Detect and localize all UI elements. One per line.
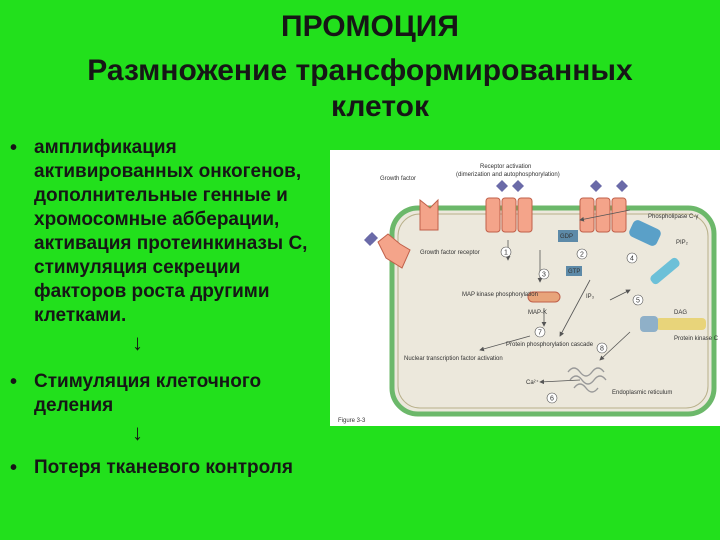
step-3: 3 — [542, 272, 546, 279]
gdp-box — [558, 230, 578, 242]
bullet-marker: • — [10, 371, 18, 393]
label-map-k: MAP-K — [528, 310, 547, 316]
bullet-text: Потеря тканевого контроля — [34, 457, 293, 478]
step-6: 6 — [550, 396, 554, 403]
pip2-icon — [650, 257, 680, 285]
title-line-3: клеток — [331, 90, 429, 123]
receptor-icon — [377, 233, 411, 269]
label-protein-phosphorylation: Protein phosphorylation cascade — [506, 342, 594, 348]
growth-factor-icon — [366, 232, 378, 244]
label-receptor-activation: Receptor activation — [480, 164, 531, 170]
step-2: 2 — [580, 252, 584, 259]
label-dag: DAG — [674, 310, 687, 316]
label-nuclear-transcription: Nuclear transcription factor activation — [404, 356, 503, 362]
bullet-marker: • — [10, 457, 18, 479]
receptor-dimer-1 — [485, 180, 533, 233]
down-arrow-icon: ↓ — [132, 420, 143, 445]
label-growth-factor: Growth factor — [380, 176, 416, 182]
label-gdp: GDP — [560, 234, 573, 240]
map-kinase-icon — [527, 291, 561, 303]
signaling-diagram-svg: 1 2 3 4 5 6 7 8 Growth factor Receptor a… — [338, 164, 719, 424]
bullet-text: амплификация активированных онкогенов, д… — [34, 137, 308, 326]
title-line-2: Размножение трансформированных — [87, 54, 633, 87]
cell-body — [389, 205, 717, 417]
receptor-icon — [419, 198, 439, 231]
label-growth-factor-receptor: Growth factor receptor — [420, 250, 480, 256]
bullet-item-1: • амплификация активированных онкогенов,… — [10, 136, 320, 328]
figure-caption: Figure 3-3 — [338, 418, 366, 424]
step-1: 1 — [504, 250, 508, 257]
label-ca: Ca²⁺ — [526, 379, 539, 386]
label-ip3: IP₃ — [586, 294, 595, 300]
step-numbers: 1 2 3 4 5 6 7 8 — [500, 246, 644, 404]
label-er: Endoplasmic reticulum — [612, 390, 672, 396]
bullet-list: • амплификация активированных онкогенов,… — [10, 136, 320, 480]
er-icon — [567, 367, 607, 393]
label-pkc: Protein kinase C — [674, 336, 719, 342]
step-5: 5 — [636, 298, 640, 305]
bullet-text: Стимуляция клеточного деления — [34, 371, 262, 416]
cell-membrane — [397, 213, 709, 409]
plc-icon — [629, 220, 661, 246]
label-pip2: PIP₂ — [676, 240, 689, 246]
signaling-diagram: 1 2 3 4 5 6 7 8 Growth factor Receptor a… — [330, 150, 720, 426]
dag-icon — [656, 318, 706, 330]
down-arrow-icon: ↓ — [132, 330, 143, 355]
step-4: 4 — [630, 256, 634, 263]
label-receptor-activation-sub: (dimerization and autophosphorylation) — [456, 172, 560, 178]
bullet-marker: • — [10, 137, 18, 159]
pkc-icon — [640, 316, 658, 332]
label-plc: Phospholipase C-γ — [648, 214, 698, 220]
gtp-box — [566, 266, 582, 276]
step-7: 7 — [538, 330, 542, 337]
bullet-item-3: • Потеря тканевого контроля — [10, 456, 320, 480]
step-8: 8 — [600, 346, 604, 353]
label-map-kinase: MAP kinase phosphorylation — [462, 292, 538, 298]
bullet-item-2: • Стимуляция клеточного деления — [10, 370, 320, 418]
title-line-1: ПРОМОЦИЯ — [281, 10, 459, 43]
receptor-dimer-2 — [579, 180, 628, 233]
label-gtp: GTP — [568, 269, 580, 275]
